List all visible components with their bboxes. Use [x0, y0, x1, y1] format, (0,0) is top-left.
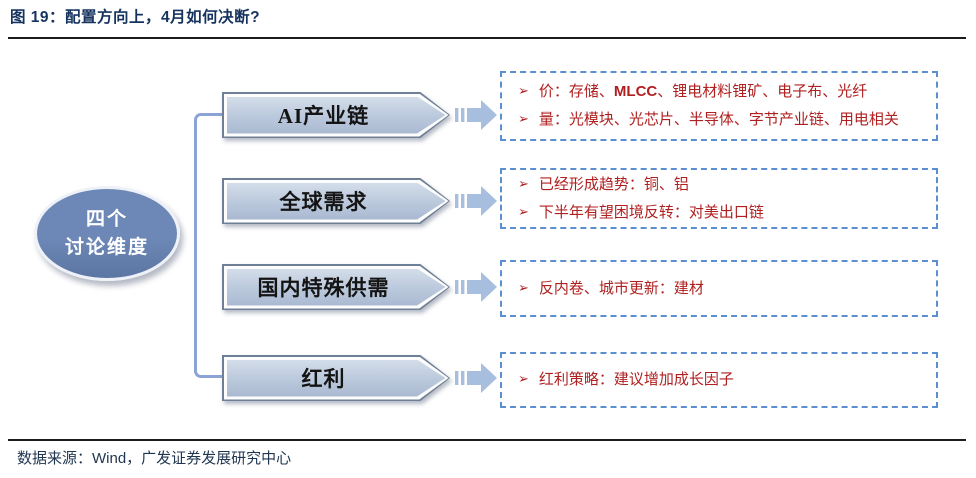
bullet-text: 下半年有望困境反转：对美出口链 — [538, 202, 764, 221]
detail-box: ➢ 价：存储、MLCC、锂电材料锂矿、电子布、光纤 ➢ 量：光模块、光芯片、半导体、字… — [500, 71, 938, 141]
hub-line-2: 讨论维度 — [64, 235, 149, 258]
pentagon-fill — [226, 268, 446, 306]
hub-line-1: 四个 — [85, 207, 128, 230]
category-arrow-box-ai: AI产业链 — [222, 92, 450, 138]
pentagon-fill — [226, 182, 446, 220]
bullet-text: 量：光模块、光芯片、半导体、字节产业链、用电相关 — [538, 110, 899, 128]
bullet-item: ➢ 已经形成趋势：铜、铝 — [518, 171, 936, 199]
source-divider — [8, 439, 966, 441]
detail-box: ➢ 红利策略：建议增加成长因子 — [500, 352, 938, 408]
bullet-text: 已经形成趋势：铜、铝 — [538, 174, 689, 193]
bullet-text: 红利策略：建议增加成长因子 — [538, 370, 734, 388]
bullet-item: ➢ 下半年有望困境反转：对美出口链 — [518, 199, 936, 227]
category-arrow-box-domestic-supply-demand: 国内特殊供需 — [222, 264, 450, 310]
data-source: 数据来源：Wind，广发证券发展研究中心 — [17, 450, 292, 467]
bullet-text: 价：存储、MLCC、锂电材料锂矿、电子布、光纤 — [538, 82, 868, 100]
bullet-item: ➢ 价：存储、MLCC、锂电材料锂矿、电子布、光纤 — [518, 78, 936, 106]
category-arrow-box-dividend: 红利 — [222, 355, 450, 401]
title-divider — [8, 37, 966, 39]
pentagon-fill — [226, 359, 446, 397]
right-arrow-icon — [455, 363, 497, 393]
connector-bracket — [194, 113, 222, 378]
right-arrow-icon — [455, 100, 497, 130]
bullet-arrow-icon: ➢ — [518, 204, 529, 220]
category-label: 国内特殊供需 — [257, 276, 390, 300]
bullet-item: ➢ 反内卷、城市更新：建材 — [518, 275, 936, 303]
bullet-arrow-icon: ➢ — [518, 84, 529, 99]
bullet-arrow-icon: ➢ — [518, 280, 529, 296]
figure-title: 图 19：配置方向上，4月如何决断? — [10, 9, 261, 26]
bullet-arrow-icon: ➢ — [518, 372, 529, 387]
right-arrow-icon — [455, 186, 497, 216]
detail-box: ➢ 已经形成趋势：铜、铝 ➢ 下半年有望困境反转：对美出口链 — [500, 168, 938, 229]
category-arrow-box-global-demand: 全球需求 — [222, 178, 450, 224]
category-label: 全球需求 — [279, 190, 368, 214]
bullet-arrow-icon: ➢ — [518, 112, 529, 127]
bullet-arrow-icon: ➢ — [518, 176, 529, 192]
detail-box: ➢ 反内卷、城市更新：建材 — [500, 260, 938, 317]
category-label: AI产业链 — [277, 104, 370, 128]
right-arrow-icon — [455, 272, 497, 302]
category-label: 红利 — [301, 367, 346, 391]
pentagon-fill — [226, 96, 446, 134]
hub-ellipse: 四个 讨论维度 — [34, 186, 180, 281]
bullet-item: ➢ 红利策略：建议增加成长因子 — [518, 366, 936, 394]
bullet-text: 反内卷、城市更新：建材 — [538, 278, 704, 297]
bullet-item: ➢ 量：光模块、光芯片、半导体、字节产业链、用电相关 — [518, 106, 936, 134]
